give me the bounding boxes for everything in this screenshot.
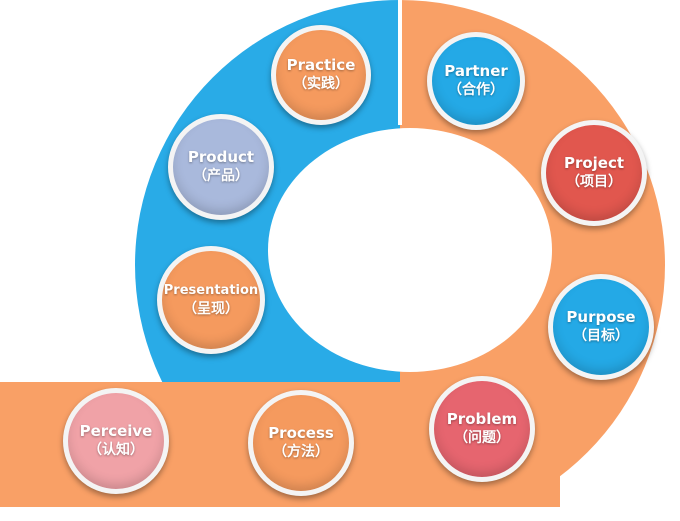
node-project: Project （项目） <box>541 120 647 226</box>
node-label-zh: （认知） <box>88 442 144 458</box>
bottom-margin <box>0 507 680 521</box>
node-label-en: Partner <box>444 62 508 80</box>
node-label-zh: （问题） <box>454 430 510 446</box>
node-label-en: Presentation <box>163 283 259 298</box>
node-label-zh: （合作） <box>448 82 504 98</box>
node-presentation: Presentation （呈现） <box>157 246 265 354</box>
ring-hole <box>268 128 552 372</box>
node-label-en: Process <box>268 424 334 442</box>
node-label-zh: （实践） <box>293 76 349 92</box>
node-label-en: Problem <box>446 410 518 428</box>
node-partner: Partner （合作） <box>427 32 525 130</box>
node-label-zh: （方法） <box>273 444 329 460</box>
node-label-en: Practice <box>286 56 356 74</box>
node-practice: Practice （实践） <box>271 25 371 125</box>
node-label-en: Purpose <box>566 308 636 326</box>
node-label-zh: （目标） <box>573 328 629 344</box>
node-label-en: Product <box>187 148 255 166</box>
node-label-en: Project <box>563 154 625 172</box>
node-label-zh: （项目） <box>566 174 622 190</box>
ring-divider <box>398 0 402 125</box>
node-label-zh: （产品） <box>193 168 249 184</box>
node-perceive: Perceive （认知） <box>63 388 169 494</box>
node-problem: Problem （问题） <box>429 376 535 482</box>
node-label-zh: （呈现） <box>183 301 239 317</box>
node-label-en: Perceive <box>79 422 153 440</box>
node-process: Process （方法） <box>248 390 354 496</box>
node-product: Product （产品） <box>168 114 274 220</box>
node-purpose: Purpose （目标） <box>548 274 654 380</box>
